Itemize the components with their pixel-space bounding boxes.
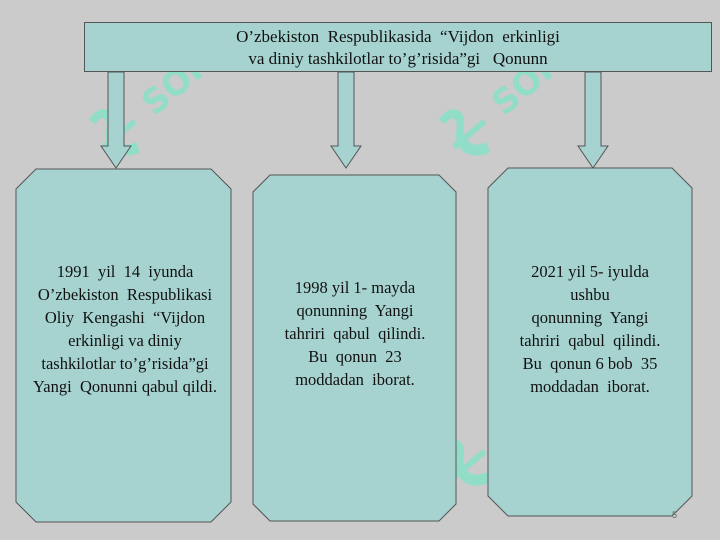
card-line: moddadan iborat. — [530, 377, 650, 396]
page-number: 5 — [671, 510, 677, 520]
law-title-line-1: O’zbekiston Respublikasida “Vijdon erkin… — [236, 27, 560, 46]
card-1998-text: 1998 yil 1- mayda qonunning Yangi tahrir… — [255, 276, 455, 391]
arrow-right — [577, 71, 609, 169]
card-2021-text: 2021 yil 5- iyulda ushbu qonunning Yangi… — [490, 260, 690, 398]
card-line: tashkilotlar to’g’risida”gi — [41, 354, 209, 373]
card-line: moddadan iborat. — [295, 370, 415, 389]
arrow-left — [100, 71, 132, 169]
cards — [15, 167, 693, 523]
arrow-middle — [330, 71, 362, 169]
card-2021 — [487, 167, 693, 517]
law-title-line-2: va diniy tashkilotlar to’g’risida”gi Qon… — [248, 49, 548, 68]
card-1991-text: 1991 yil 14 iyunda O’zbekiston Respublik… — [10, 260, 240, 398]
card-line: erkinligi va diniy — [68, 331, 182, 350]
card-line: Yangi Qonunni qabul qildi. — [33, 377, 217, 396]
arrows — [100, 71, 609, 169]
card-1998 — [252, 174, 457, 522]
card-line: qonunning Yangi — [296, 301, 414, 320]
card-line: 2021 yil 5- iyulda — [531, 262, 649, 281]
card-line: Bu qonun 6 bob 35 — [522, 354, 658, 373]
card-line: tahriri qabul qilindi. — [519, 331, 661, 350]
card-line: qonunning Yangi — [531, 308, 649, 327]
card-line: 1998 yil 1- mayda — [294, 278, 416, 297]
card-line: 1991 yil 14 iyunda — [56, 262, 194, 281]
card-line: ushbu — [570, 285, 610, 304]
law-title-box: O’zbekiston Respublikasida “Vijdon erkin… — [84, 22, 712, 72]
card-line: O’zbekiston Respublikasi — [37, 285, 213, 304]
card-line: Bu qonun 23 — [308, 347, 402, 366]
card-line: Oliy Kengashi “Vijdon — [44, 308, 206, 327]
card-line: tahriri qabul qilindi. — [284, 324, 426, 343]
card-1991 — [15, 168, 232, 523]
